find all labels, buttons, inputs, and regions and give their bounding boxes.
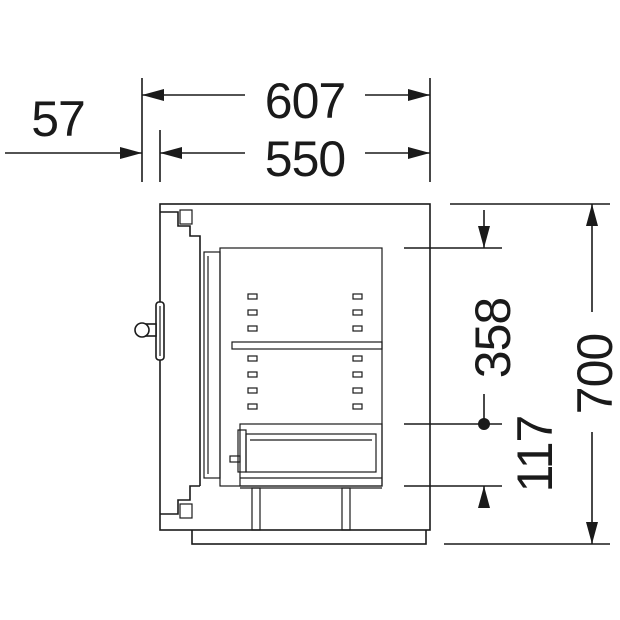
dim-label-body-depth: 550 <box>265 131 345 187</box>
peg-hole <box>247 325 258 332</box>
drawer-outer <box>239 423 383 487</box>
peg-hole <box>352 325 363 332</box>
dim-label-shelf-height: 358 <box>465 298 521 378</box>
door-step-top <box>160 211 201 250</box>
dim-label-handle-projection: 57 <box>31 91 85 147</box>
dimension-lines-right <box>404 203 610 545</box>
drawer-pull <box>229 455 241 463</box>
door-step-bottom <box>160 485 200 515</box>
dim-117-arrow <box>478 486 490 508</box>
handle-knob <box>134 322 150 338</box>
door-handle <box>134 301 165 361</box>
dim-57-arrow <box>120 147 142 159</box>
peg-hole <box>247 293 258 300</box>
dim-550-arrow-left <box>160 147 182 159</box>
base-leg <box>341 487 351 531</box>
dim-607-arrow-right <box>408 89 430 101</box>
peg-hole <box>352 309 363 316</box>
peg-hole <box>247 403 258 410</box>
outer-body <box>159 203 431 531</box>
dim-358-dot <box>478 418 490 430</box>
peg-hole <box>352 371 363 378</box>
door-bottom-notch <box>179 503 193 519</box>
inner-base-frame <box>240 487 382 531</box>
drawer <box>229 423 383 487</box>
dim-label-drawer-height: 117 <box>507 416 563 493</box>
dim-550-arrow-right <box>408 147 430 159</box>
peg-hole <box>352 387 363 394</box>
shelf-peg-holes <box>247 293 363 410</box>
dimension-lines-top <box>5 78 431 182</box>
dim-607-arrow-left <box>142 89 164 101</box>
dim-358-arrow-top <box>478 226 490 248</box>
peg-hole <box>352 293 363 300</box>
peg-hole <box>247 387 258 394</box>
shelf <box>231 341 383 350</box>
dim-label-total-height: 700 <box>567 334 620 414</box>
door-top-notch <box>179 209 193 225</box>
dim-label-total-depth: 607 <box>265 73 345 129</box>
drawer-side <box>237 429 247 473</box>
safe-body <box>134 203 431 545</box>
peg-hole <box>352 403 363 410</box>
peg-hole <box>247 309 258 316</box>
peg-hole <box>247 355 258 362</box>
dim-700-arrow-bottom <box>586 522 598 544</box>
dim-700-arrow-top <box>586 204 598 226</box>
peg-hole <box>352 355 363 362</box>
base-leg <box>251 487 261 531</box>
peg-hole <box>247 371 258 378</box>
